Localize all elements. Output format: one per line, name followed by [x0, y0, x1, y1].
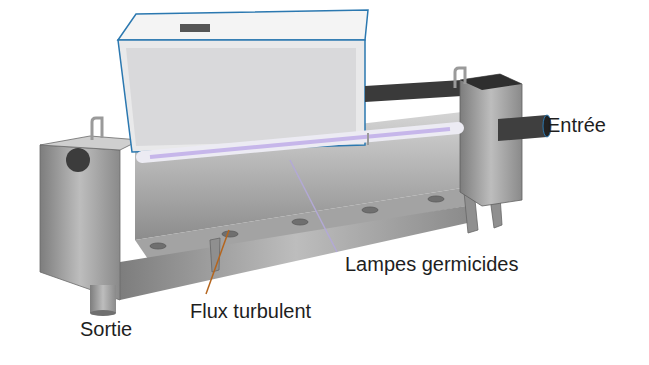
callout-label: Entrée [545, 114, 608, 137]
lamp-glow [150, 129, 450, 157]
hood-inside [126, 48, 356, 146]
lamp-tube [142, 128, 458, 157]
outlet-pipe-end [90, 310, 116, 316]
leader-line [206, 230, 229, 294]
callout-label: Sortie [78, 318, 134, 341]
outlet-tank [40, 145, 120, 300]
inlet-box [460, 74, 522, 206]
outlet-pipe [90, 285, 116, 313]
channel-cover [365, 80, 462, 102]
fan [66, 148, 90, 172]
handle [92, 118, 102, 140]
outlet-tank-top [40, 136, 140, 150]
inlet-pipe [498, 115, 547, 141]
hood-handle [180, 24, 210, 32]
leader-line [290, 160, 337, 252]
inlet-box-top [460, 74, 522, 90]
channel-front-wall [120, 205, 472, 300]
callout-label: Flux turbulent [188, 300, 313, 323]
hood-lid [118, 10, 368, 40]
lamp-joint [367, 133, 369, 145]
handle [455, 68, 465, 88]
callout-label: Lampes germicides [343, 253, 520, 276]
